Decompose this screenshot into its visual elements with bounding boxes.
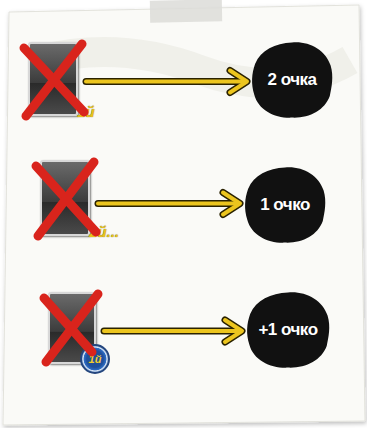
score-text: 1 очко bbox=[260, 196, 310, 214]
yellow-arrow bbox=[98, 193, 240, 215]
cross-stroke bbox=[24, 48, 84, 112]
paper-sheet bbox=[3, 5, 365, 425]
red-cross bbox=[36, 162, 96, 236]
cross-stroke bbox=[26, 44, 82, 116]
blob-outline bbox=[245, 167, 325, 242]
game-card: 1й bbox=[28, 42, 78, 116]
card-order: 2й... bbox=[89, 223, 119, 240]
blob-outline bbox=[247, 292, 329, 367]
arrow-head bbox=[230, 71, 247, 93]
red-cross bbox=[24, 44, 84, 116]
cross-stroke bbox=[46, 294, 98, 362]
arrow-head bbox=[230, 71, 247, 93]
arrow-head bbox=[225, 320, 242, 342]
bonus-token: 1й bbox=[80, 344, 110, 374]
score-text: 2 очка bbox=[268, 71, 317, 89]
arrow-shaft bbox=[104, 329, 240, 333]
arrow-shaft bbox=[86, 80, 245, 84]
card-order: 1й bbox=[77, 103, 95, 120]
game-card: 1й bbox=[48, 292, 96, 364]
yellow-arrow bbox=[104, 320, 242, 342]
game-card: 2й... bbox=[40, 160, 90, 236]
red-cross bbox=[44, 294, 98, 362]
score-blob: 1 очко bbox=[243, 165, 327, 245]
cross-stroke bbox=[38, 162, 94, 236]
arrow-head bbox=[223, 193, 240, 215]
score-blob: 2 очка bbox=[250, 40, 334, 120]
arrow-head bbox=[223, 193, 240, 215]
arrow-shaft bbox=[98, 200, 238, 207]
arrow-shaft bbox=[86, 78, 245, 85]
yellow-arrow bbox=[86, 71, 247, 93]
blob-outline bbox=[252, 42, 332, 117]
arrow-head bbox=[225, 320, 242, 342]
cross-stroke bbox=[36, 166, 96, 232]
score-text: +1 очко bbox=[258, 321, 317, 339]
arrow-shaft bbox=[98, 202, 238, 206]
tape-strip bbox=[150, 0, 222, 23]
cross-stroke bbox=[44, 298, 92, 352]
score-blob: +1 очко bbox=[245, 290, 331, 370]
token-order: 1й bbox=[89, 353, 102, 365]
arrow-shaft bbox=[104, 328, 240, 335]
